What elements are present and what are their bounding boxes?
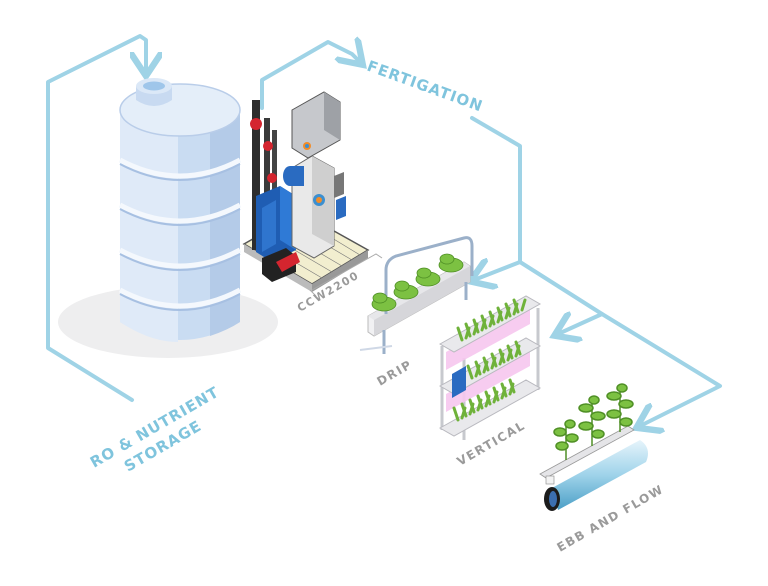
branch-line-vertical [518,260,604,334]
storage-return-line [46,34,146,402]
fertigation-label: FERTIGATION [365,57,486,116]
drip-label: DRIP [375,357,415,388]
vertical-rack: VERTICAL [438,295,542,469]
fertigation-main-line [472,116,522,280]
fertigation-supply-line [260,42,360,110]
storage-tank [58,78,278,358]
branch-line-ebb [600,312,722,426]
flow-lines [46,34,722,426]
dosing-unit-ccw2200: CCW2200 [242,91,383,315]
ebb-and-flow-system: EBB AND FLOW [539,383,666,555]
drip-system: DRIP [359,236,474,389]
